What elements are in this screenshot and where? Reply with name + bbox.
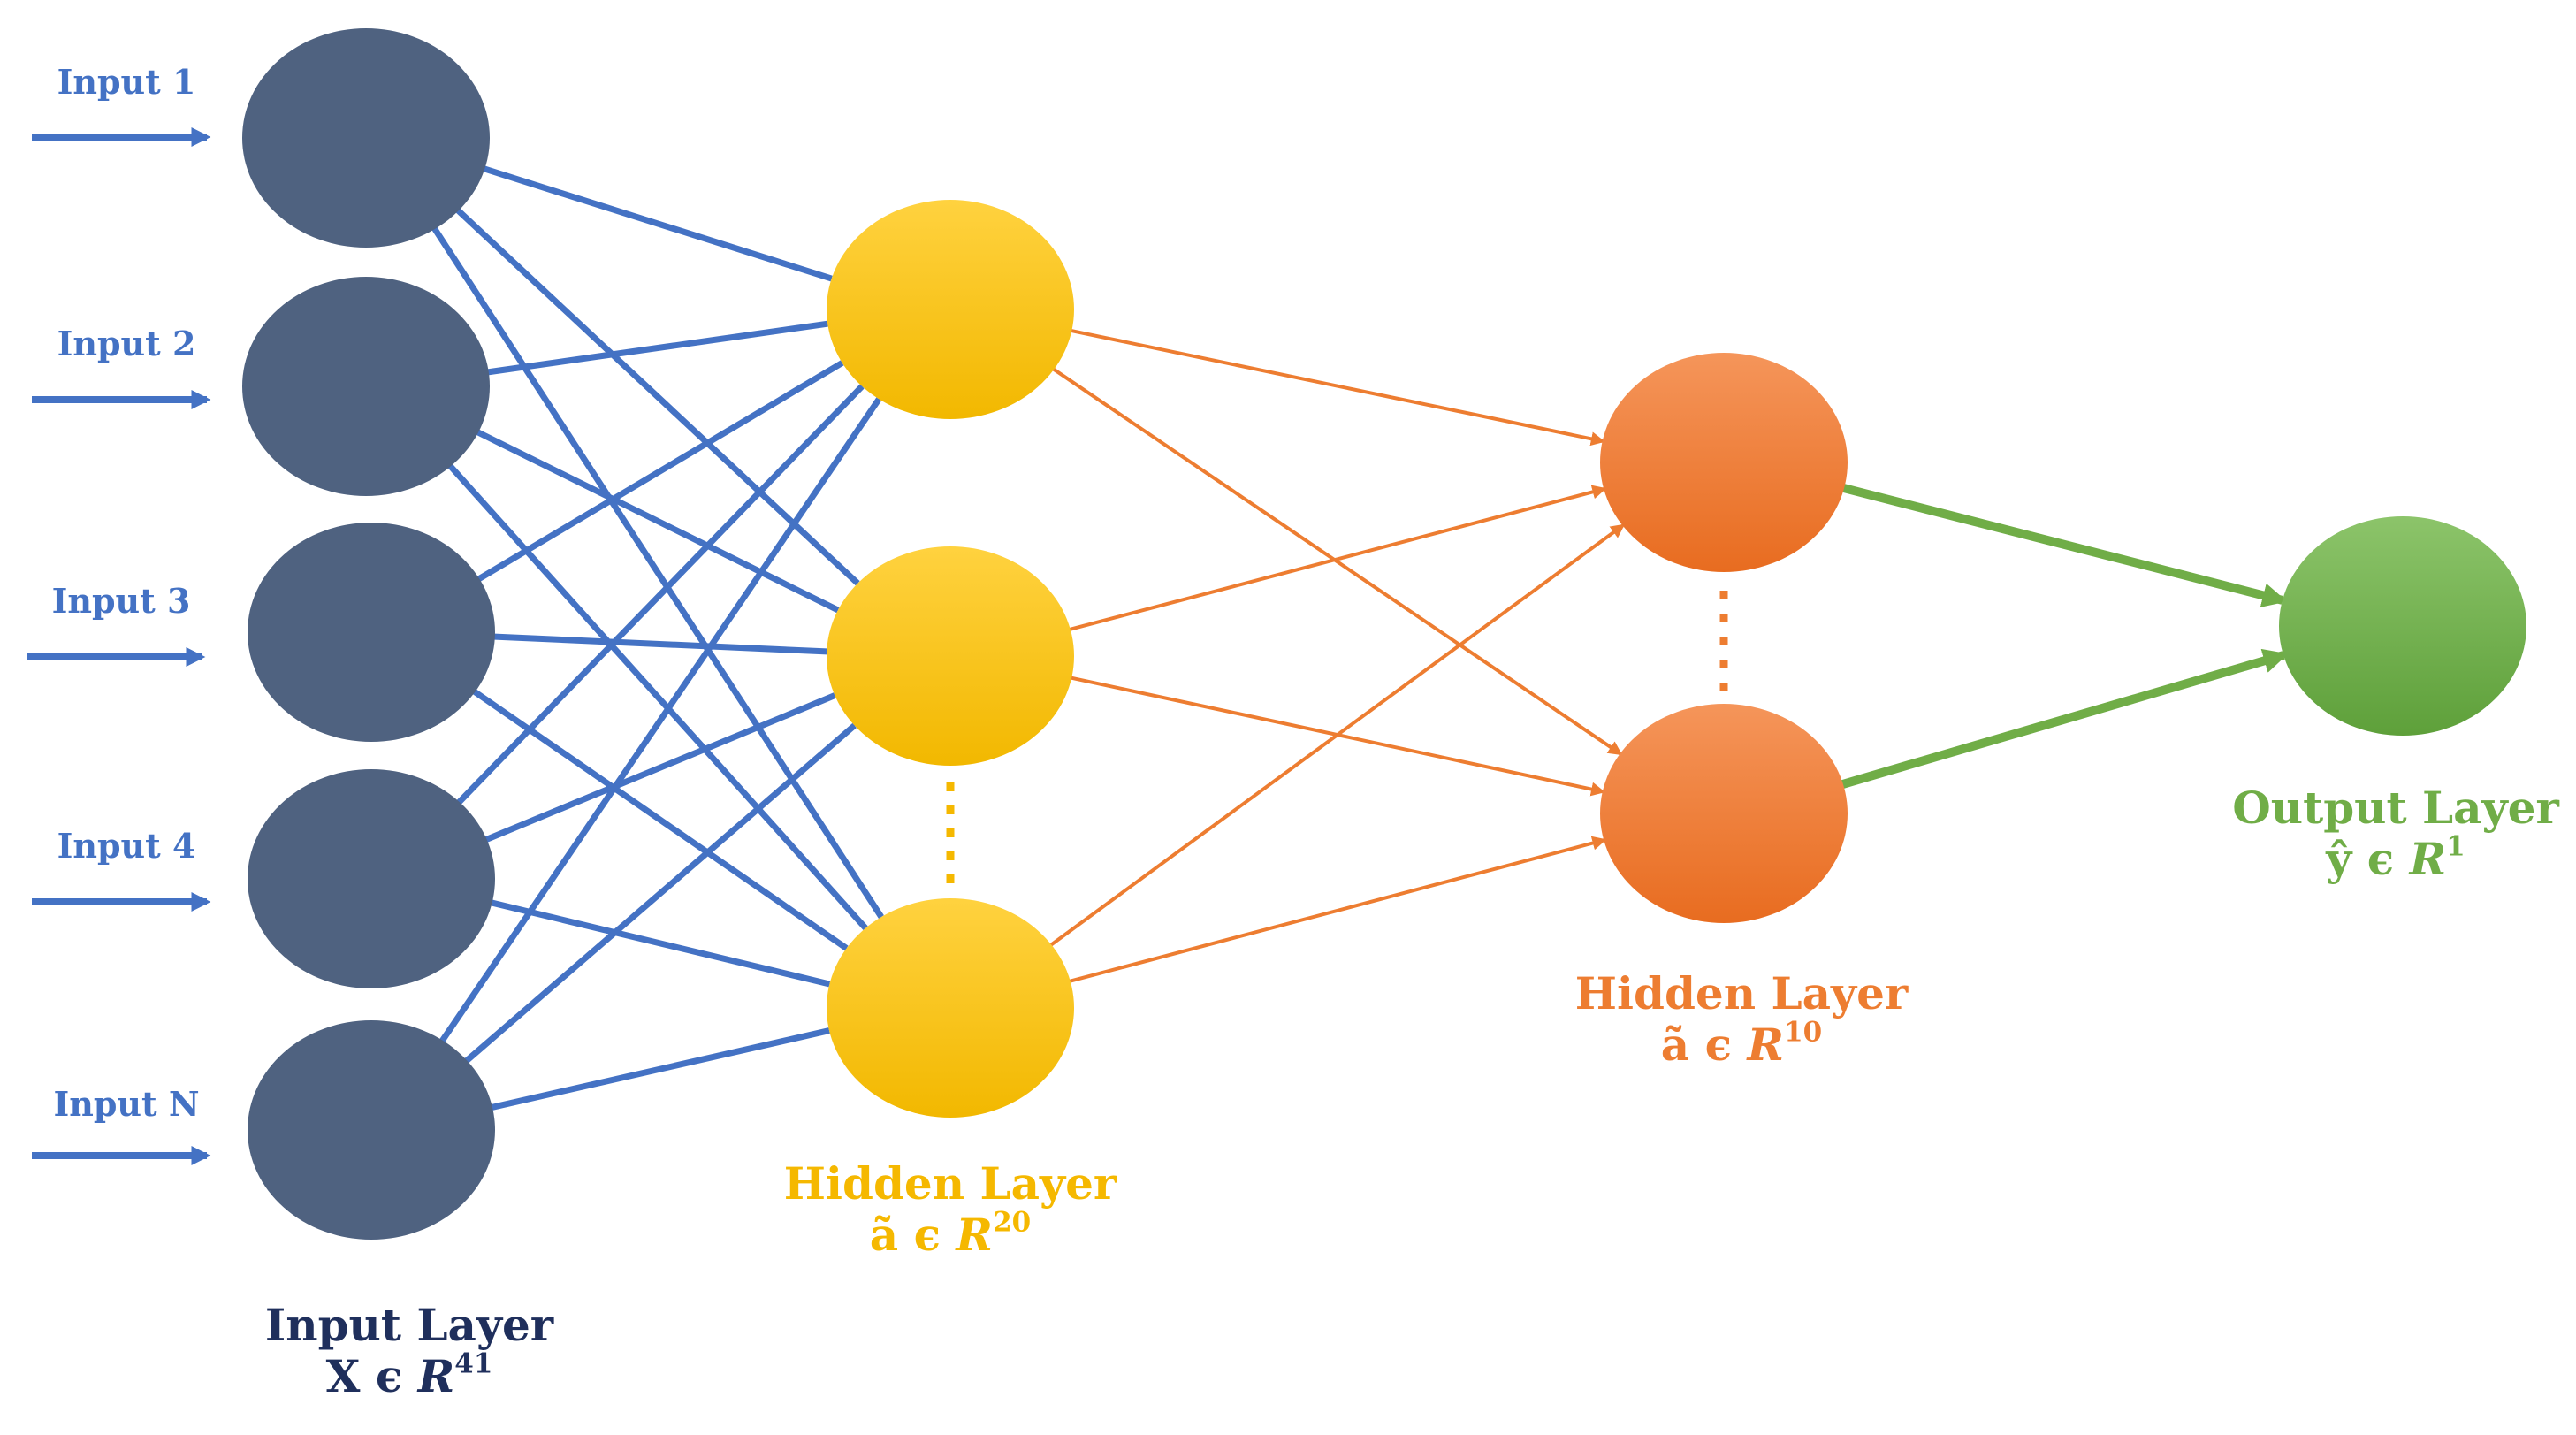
edge-input-4-to-hidden1-3 [489,899,831,988]
edge-hidden1-3-to-hidden2-2 [1067,836,1607,984]
input-layer-formula: X ϵ R41 [325,1347,493,1402]
hidden2-node-1 [1600,353,1848,572]
hidden2-node-2 [1600,704,1848,923]
hidden-layer-2-label: Hidden Layer ã ϵ R10 [1565,968,1918,1070]
edges-group [431,164,2289,1111]
nodes-group [242,28,2526,1240]
input-label-3: Input 3 [52,581,191,621]
hidden-layer-1-title: Hidden Layer [783,1157,1117,1210]
edge-input-1-to-hidden1-1 [481,164,833,282]
output-node [2279,516,2526,736]
edge-input-1-to-hidden1-3 [431,225,884,919]
edge-input-5-to-hidden1-2 [462,722,857,1065]
edge-input-3-to-hidden1-3 [471,688,849,951]
input-node-2 [242,277,490,496]
input-label-4: Input 4 [57,826,196,866]
hidden1-node-2 [827,546,1074,766]
input-label-5: Input N [53,1084,199,1124]
edge-input-4-to-hidden1-1 [455,384,865,806]
input-node-4 [248,769,495,988]
hidden-layer-2-title: Hidden Layer [1574,967,1909,1019]
input-label-2: Input 2 [57,324,196,363]
ellipsis-group [946,591,1728,889]
output-layer-formula: ŷ ϵ R1 [2326,829,2465,885]
edge-hidden1-2-to-hidden2-1 [1067,485,1607,632]
input-layer-title: Input Layer [264,1299,554,1351]
input-label-1: Input 1 [57,62,196,102]
edge-input-3-to-hidden1-2 [492,633,828,655]
edge-hidden2-1-to-output [1841,483,2288,607]
edge-hidden2-2-to-output [1839,648,2289,790]
input-node-5 [248,1020,495,1240]
edge-input-1-to-hidden1-2 [454,207,860,586]
edge-input-5-to-hidden1-1 [438,397,882,1044]
input-node-3 [248,523,495,742]
edge-input-3-to-hidden1-1 [476,360,844,583]
output-layer-title: Output Layer [2232,782,2559,834]
hidden1-node-1 [827,200,1074,419]
input-arrows-group: Input 1 Input 2 Input 3 Input 4 Input N [27,62,211,1165]
edge-input-2-to-hidden1-2 [475,428,840,614]
hidden-layer-2-formula: ã ϵ R10 [1660,1015,1823,1071]
input-node-1 [242,28,490,248]
input-layer-label: Input Layer X ϵ R41 [232,1300,586,1401]
hidden-layer-1-formula: ã ϵ R20 [869,1205,1032,1261]
hidden-layer-1-label: Hidden Layer ã ϵ R20 [774,1158,1127,1260]
edge-input-4-to-hidden1-2 [483,692,836,843]
edge-input-2-to-hidden1-3 [446,462,868,931]
edge-input-2-to-hidden1-1 [485,320,829,376]
hidden1-node-3 [827,898,1074,1118]
edge-hidden1-1-to-hidden2-1 [1069,328,1605,447]
edge-hidden1-3-to-hidden2-1 [1048,523,1626,948]
output-layer-label: Output Layer ŷ ϵ R1 [2219,782,2572,884]
edge-input-5-to-hidden1-3 [489,1027,831,1111]
